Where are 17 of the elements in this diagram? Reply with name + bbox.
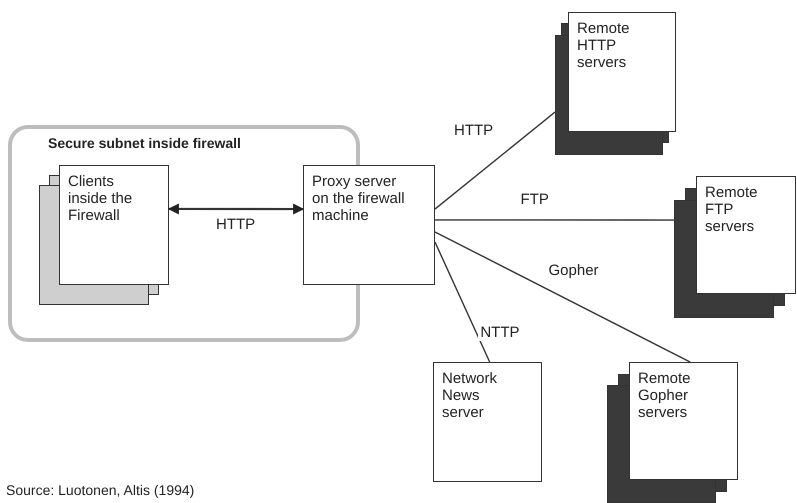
box-label: Remote FTP servers (705, 185, 759, 236)
box-label: Remote HTTP servers (577, 21, 631, 72)
edge-label: NTTP (478, 324, 522, 342)
connector-line (434, 242, 490, 362)
connector-line (434, 112, 556, 210)
box-label: Remote Gopher servers (638, 371, 692, 422)
server-box (303, 165, 435, 285)
source-note: Source: Luotonen, Altis (1994) (6, 482, 194, 498)
box-label: Network News server (442, 371, 498, 422)
connector-line (435, 219, 674, 221)
box-label: Clients inside the Firewall (68, 174, 134, 224)
server-box (433, 362, 542, 482)
region-title: Secure subnet inside firewall (48, 135, 241, 151)
arrow (168, 203, 304, 215)
connector-line (434, 231, 690, 363)
edge-label: Gopher (546, 262, 601, 279)
box-label: Proxy server on the firewall machine (312, 174, 406, 224)
